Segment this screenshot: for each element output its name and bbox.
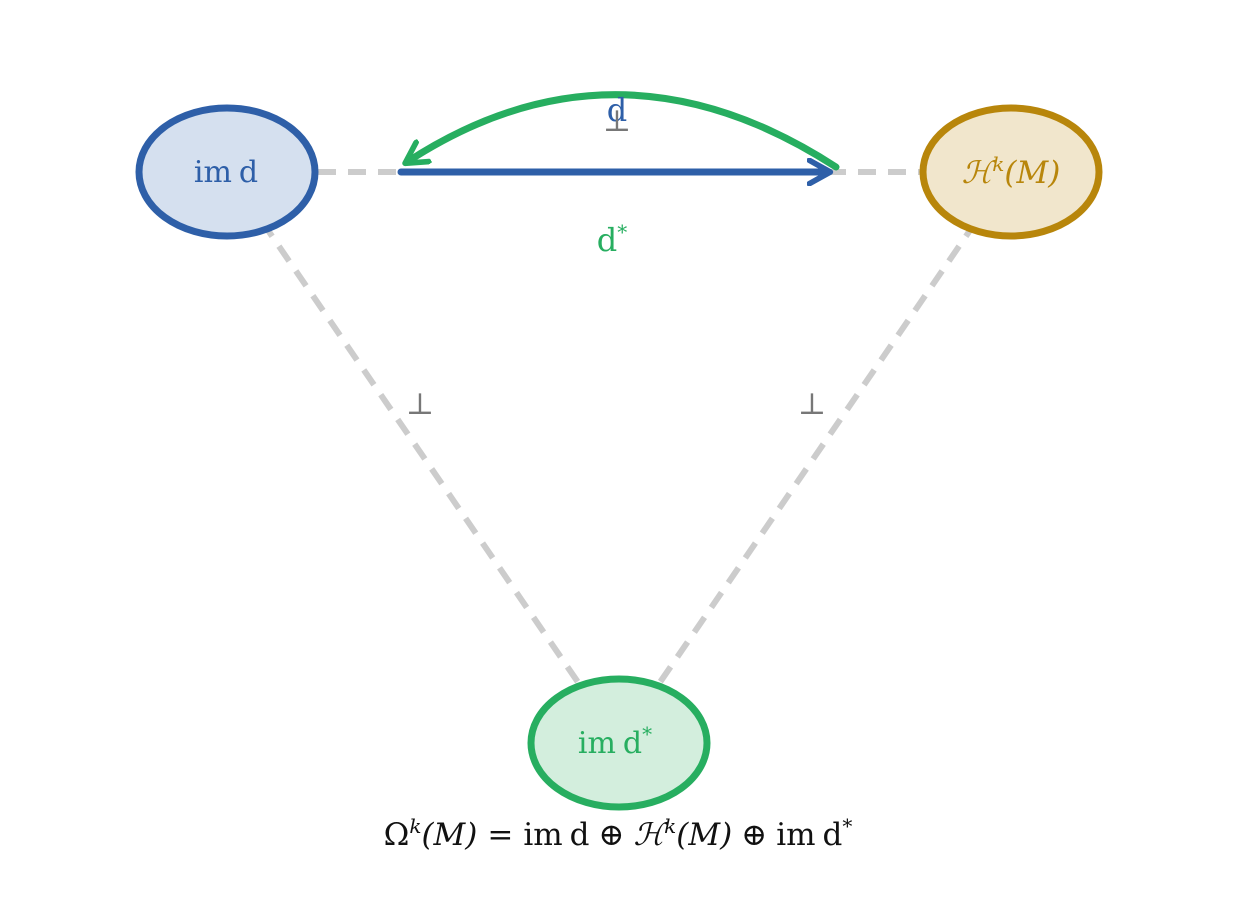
dstar-arrow bbox=[407, 91, 840, 171]
node-harmonic: ℋk(M) bbox=[919, 104, 1103, 240]
eq-oplus-1: ⊕ bbox=[599, 817, 625, 853]
dashed-line-left bbox=[225, 170, 622, 744]
dashed-line-right bbox=[616, 170, 1013, 744]
dstar-arrow-label-star: * bbox=[617, 220, 627, 244]
eq-harmonic-script: ℋ bbox=[634, 817, 669, 853]
node-harmonic-label: ℋk(M) bbox=[962, 152, 1061, 191]
eq-d-2: d bbox=[823, 817, 843, 853]
node-im-dstar-d: d bbox=[623, 726, 642, 761]
node-im-d-ellipse bbox=[135, 104, 319, 240]
eq-harmonic-arg: (M) bbox=[676, 817, 732, 853]
node-harmonic-ellipse bbox=[919, 104, 1103, 240]
eq-omega-arg: (M) bbox=[421, 817, 477, 853]
eq-equals: = bbox=[487, 817, 513, 853]
node-im-d-d: d bbox=[239, 155, 258, 190]
node-harmonic-arg: (M) bbox=[1004, 155, 1060, 191]
dstar-arrow-label: d* bbox=[597, 220, 627, 259]
eq-omega-sup: k bbox=[409, 814, 421, 838]
perp-mark-right: ⊥ bbox=[798, 387, 826, 422]
eq-d-1: d bbox=[570, 817, 590, 853]
node-im-dstar-im: im bbox=[578, 726, 616, 761]
eq-star: * bbox=[842, 814, 852, 838]
node-im-dstar-star: * bbox=[642, 722, 652, 746]
eq-omega: Ω bbox=[384, 817, 410, 853]
orthogonality-lines bbox=[225, 169, 1013, 744]
perp-mark-left: ⊥ bbox=[406, 387, 434, 422]
node-im-dstar-ellipse bbox=[527, 675, 711, 811]
eq-im-1: im bbox=[523, 817, 562, 853]
eq-oplus-2: ⊕ bbox=[741, 817, 767, 853]
node-im-d-im: im bbox=[194, 155, 232, 190]
d-arrow-label: d bbox=[607, 91, 627, 129]
node-harmonic-sup: k bbox=[992, 152, 1004, 176]
eq-im-2: im bbox=[776, 817, 815, 853]
dstar-arrow-label-d: d bbox=[597, 221, 617, 259]
eq-harmonic-sup: k bbox=[664, 814, 676, 838]
node-harmonic-script: ℋ bbox=[962, 155, 997, 191]
perp-mark-top: ⊥ bbox=[603, 104, 631, 139]
